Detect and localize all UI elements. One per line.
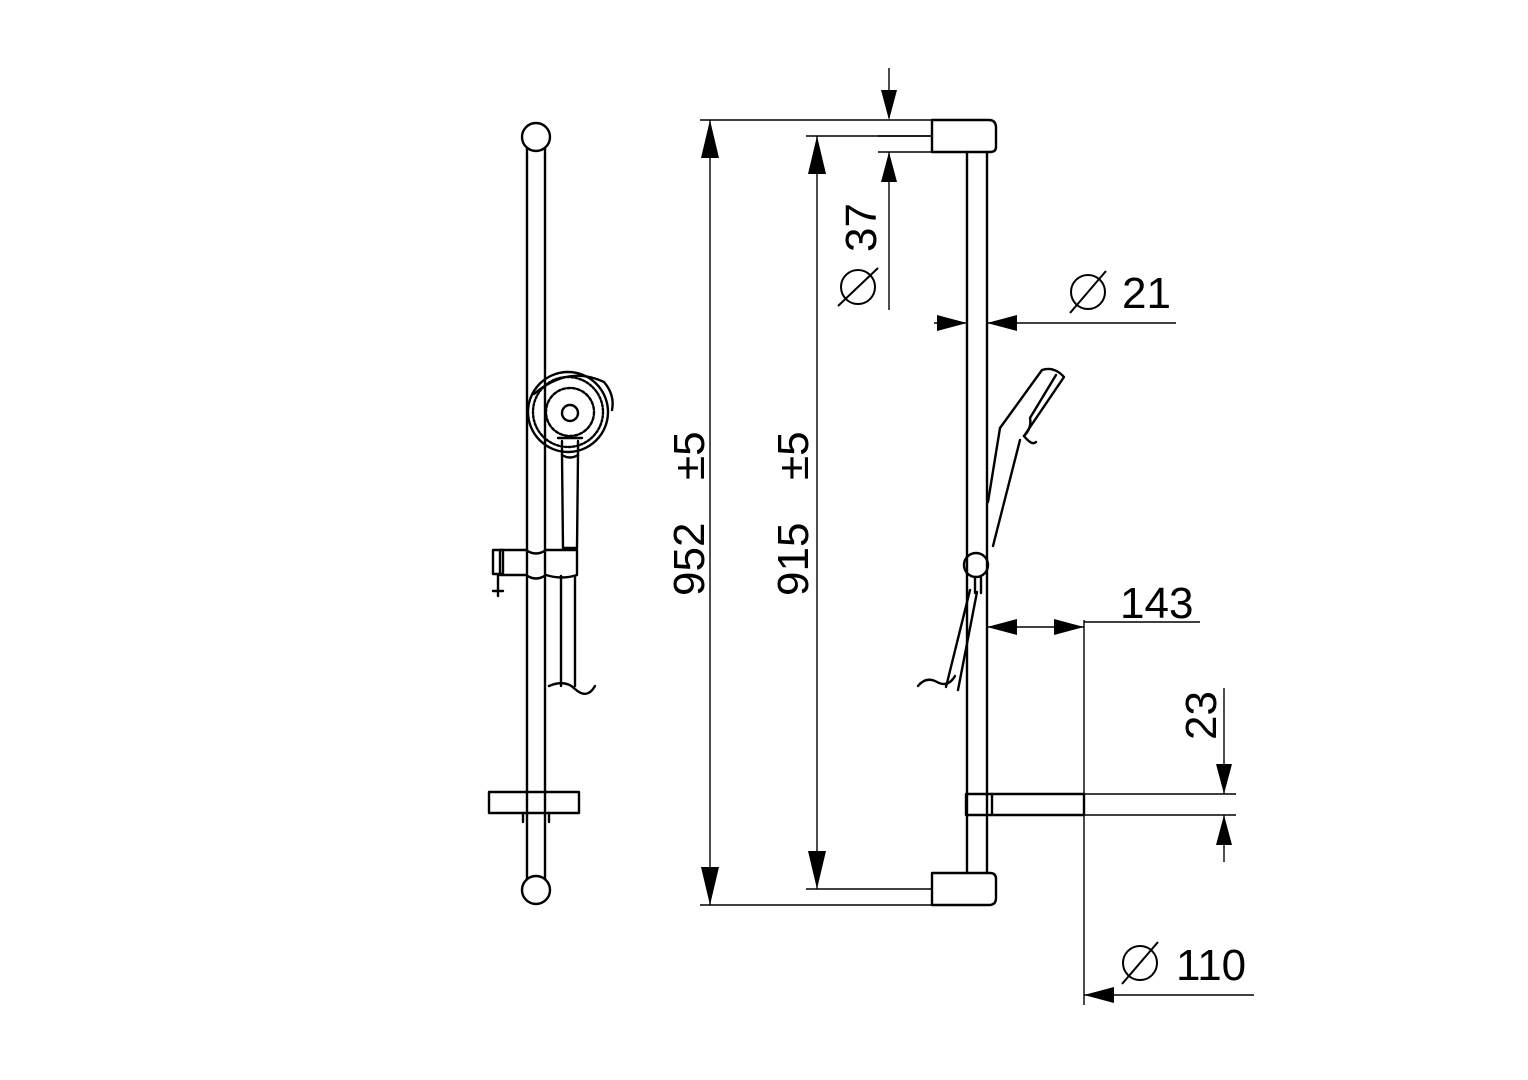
dim-soap-dish-diameter-value: 110 bbox=[1176, 941, 1246, 990]
front-view bbox=[487, 121, 614, 906]
dim-projection-value: 143 bbox=[1120, 579, 1193, 628]
dim-bracket-diameter-value: 37 bbox=[837, 203, 886, 252]
side-top-bracket bbox=[930, 118, 998, 154]
dim-overall-length-value: 952 bbox=[665, 523, 714, 596]
front-soap-dish bbox=[487, 790, 581, 824]
dim-bracket-spacing-value: 915 bbox=[769, 523, 818, 596]
diameter-symbol-icon bbox=[1121, 941, 1159, 985]
front-top-bracket bbox=[520, 121, 552, 153]
side-view bbox=[916, 118, 1086, 907]
side-shower-head bbox=[986, 367, 1066, 548]
side-rail bbox=[965, 150, 989, 875]
dim-rail-diameter: 21 bbox=[934, 269, 1176, 331]
front-handle bbox=[560, 453, 580, 550]
dim-soap-dish-height-value: 23 bbox=[1177, 691, 1226, 740]
front-slider bbox=[491, 548, 579, 598]
dim-bracket-spacing-tolerance: ±5 bbox=[769, 431, 818, 480]
dim-soap-dish-height: 23 bbox=[1084, 688, 1236, 862]
side-hose bbox=[916, 588, 979, 692]
dim-soap-dish-diameter: 110 bbox=[1084, 941, 1254, 1003]
front-shower-head bbox=[526, 370, 614, 459]
front-hose bbox=[547, 574, 597, 695]
diameter-symbol-icon bbox=[1069, 270, 1107, 314]
dim-projection: 143 bbox=[987, 579, 1200, 1005]
side-bottom-bracket bbox=[930, 871, 998, 907]
dim-bracket-spacing: 915 ±5 bbox=[769, 135, 932, 890]
dim-rail-diameter-value: 21 bbox=[1122, 269, 1171, 318]
front-bottom-bracket bbox=[520, 874, 552, 906]
dim-overall-length-tolerance: ±5 bbox=[665, 431, 714, 480]
dim-overall-length: 952 ±5 bbox=[665, 119, 932, 906]
dim-bracket-diameter: 37 bbox=[837, 68, 932, 310]
front-rail bbox=[525, 146, 547, 881]
diameter-symbol-icon bbox=[837, 267, 879, 307]
side-soap-dish bbox=[964, 792, 1086, 817]
side-slider bbox=[962, 551, 990, 595]
